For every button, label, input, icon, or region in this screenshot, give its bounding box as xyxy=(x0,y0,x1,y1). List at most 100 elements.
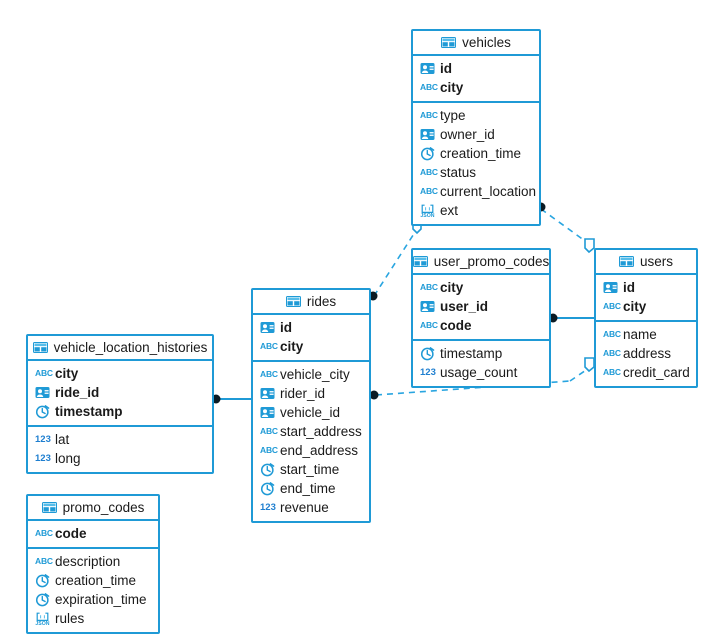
abc-icon: ABC xyxy=(420,320,438,330)
field-row[interactable]: creation_time xyxy=(28,571,158,590)
field-row[interactable]: end_time xyxy=(253,479,369,498)
entity-header[interactable]: rides xyxy=(253,290,369,315)
number-icon: 123 xyxy=(260,502,276,513)
id-card-icon xyxy=(420,61,435,76)
primary-key-label: code xyxy=(55,525,87,541)
field-row[interactable]: creation_time xyxy=(413,144,539,163)
table-icon xyxy=(41,500,57,515)
field-label: vehicle_city xyxy=(280,366,350,382)
field-row[interactable]: user_id xyxy=(413,297,549,316)
field-row[interactable]: expiration_time xyxy=(28,590,158,609)
entity-header[interactable]: vehicle_location_histories xyxy=(28,336,212,361)
entity-header[interactable]: user_promo_codes xyxy=(412,250,549,275)
field-row[interactable]: vehicle_id xyxy=(253,403,369,422)
field-label: lat xyxy=(55,431,70,447)
abc-icon: ABC xyxy=(260,426,278,436)
field-label: name xyxy=(623,326,657,342)
json-icon: JSON xyxy=(35,611,50,626)
abc-icon: ABC xyxy=(603,301,621,311)
id-card-icon xyxy=(260,386,275,401)
abc-icon: ABC xyxy=(420,186,438,196)
primary-key-label: city xyxy=(280,338,304,354)
abc-icon: ABC xyxy=(260,341,278,351)
field-row[interactable]: owner_id xyxy=(413,125,539,144)
abc-icon: ABC xyxy=(603,367,621,377)
field-row[interactable]: timestamp xyxy=(413,344,549,363)
entity-header[interactable]: vehicles xyxy=(413,31,539,56)
entity-header[interactable]: promo_codes xyxy=(28,496,158,521)
table-icon xyxy=(618,254,634,269)
entity-header[interactable]: users xyxy=(596,250,696,275)
field-row[interactable]: ride_id xyxy=(28,383,212,402)
field-label: current_location xyxy=(440,183,537,199)
abc-icon: ABC xyxy=(603,348,621,358)
primary-key-label: id xyxy=(623,279,635,295)
field-row[interactable]: timestamp xyxy=(28,402,212,421)
number-icon: 123 xyxy=(420,367,436,378)
primary-key-label: ride_id xyxy=(55,384,100,400)
field-label: expiration_time xyxy=(55,591,147,607)
primary-key-label: id xyxy=(440,60,452,76)
field-row[interactable]: 123 lat xyxy=(28,430,212,449)
field-row[interactable]: id xyxy=(596,278,696,297)
field-label: start_time xyxy=(280,461,340,477)
field-row[interactable]: id xyxy=(253,318,369,337)
number-icon: 123 xyxy=(35,434,51,445)
field-label: credit_card xyxy=(623,364,690,380)
edge-vehicle-location-histories-to-rides xyxy=(211,394,251,404)
field-label: owner_id xyxy=(440,126,495,142)
field-row[interactable]: rider_id xyxy=(253,384,369,403)
field-label: creation_time xyxy=(55,572,137,588)
abc-icon: ABC xyxy=(420,167,438,177)
field-label: vehicle_id xyxy=(280,404,341,420)
primary-key-label: id xyxy=(280,319,292,335)
edge-user-promo-codes-to-users xyxy=(548,313,594,323)
field-row[interactable]: start_time xyxy=(253,460,369,479)
field-label: end_address xyxy=(280,442,359,458)
field-label: rider_id xyxy=(280,385,326,401)
abc-icon: ABC xyxy=(260,445,278,455)
field-label: end_time xyxy=(280,480,336,496)
field-row[interactable]: id xyxy=(413,59,539,78)
field-label: address xyxy=(623,345,672,361)
field-label: ext xyxy=(440,202,459,218)
clock-icon xyxy=(420,146,435,161)
field-label: description xyxy=(55,553,121,569)
primary-key-label: code xyxy=(440,317,472,333)
svg-text:JSON: JSON xyxy=(35,621,49,626)
